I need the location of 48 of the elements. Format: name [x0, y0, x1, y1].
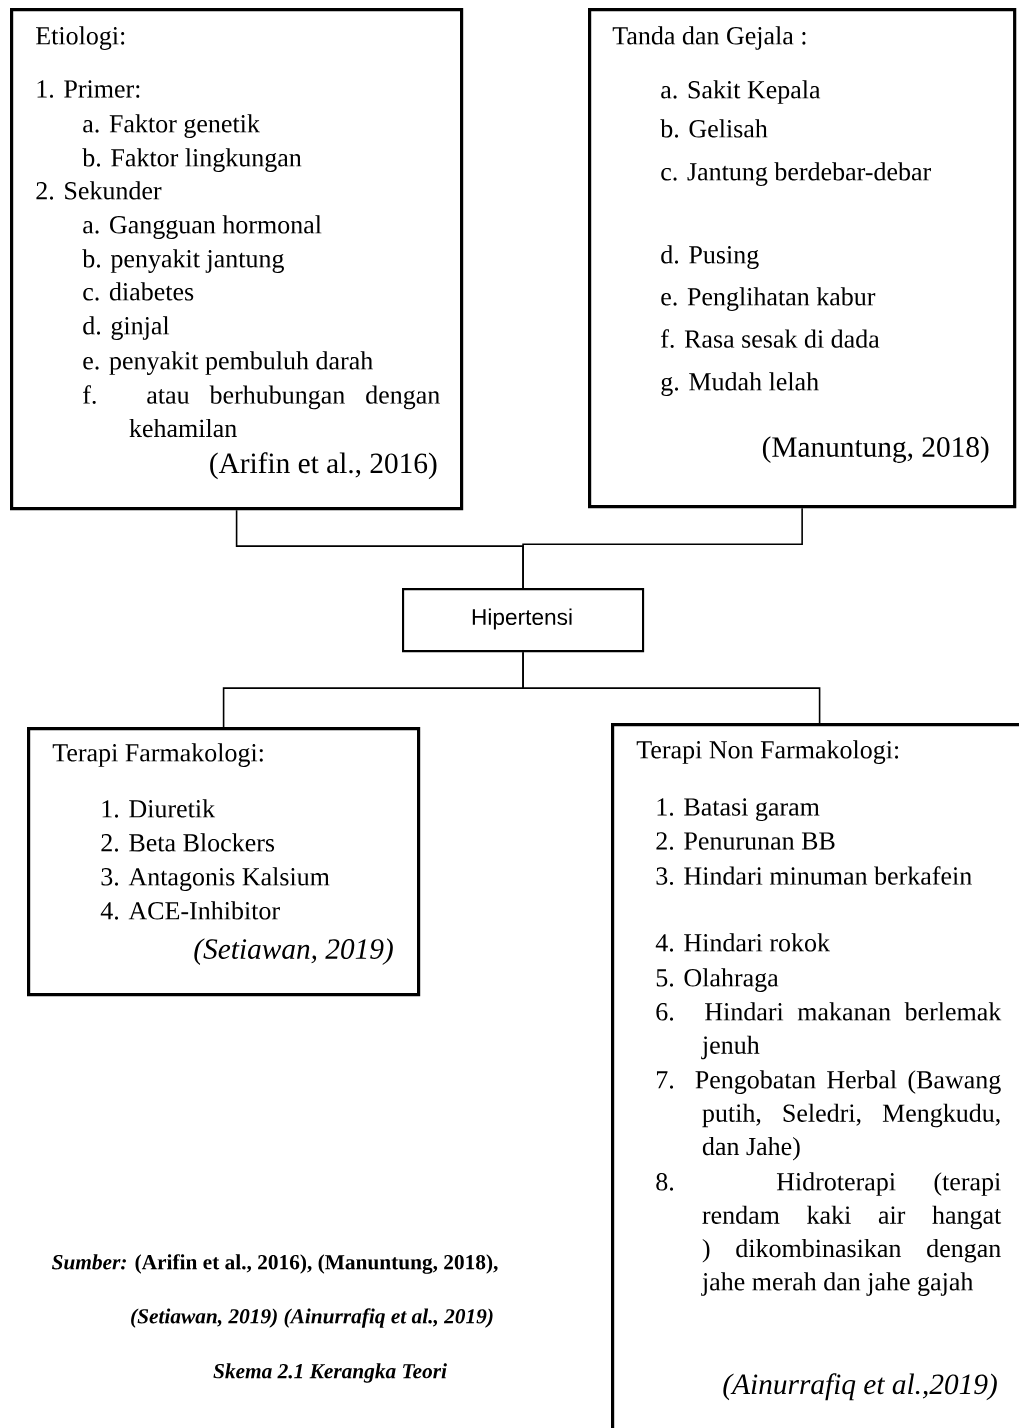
list-item: d. Pusing — [661, 245, 759, 269]
text-box — [611, 723, 1019, 1428]
list-item: 1. Diuretik — [102, 799, 216, 818]
list-item: g. Mudah lelah — [661, 372, 819, 396]
list-item: d. ginjal — [83, 316, 170, 340]
box-heading: Etiologi: — [36, 26, 125, 50]
list-item: 8. Hidroterapi (terapi rendam kaki air hangat ) dikombinasikan dengan jahe merah dan jahe gajah — [656, 1172, 1002, 1296]
text-box — [402, 588, 645, 653]
list-item: 2. Penurunan BB — [656, 832, 835, 850]
connector-line — [522, 651, 821, 724]
citation: (Ainurrafiq et al.,2019) — [723, 1373, 997, 1401]
list-item: b. penyakit jantung — [82, 249, 284, 273]
box-heading: Terapi Non Farmakologi: — [636, 740, 899, 764]
text-box — [10, 8, 464, 511]
list-item: c. diabetes — [83, 282, 194, 301]
box-heading: Terapi Farmakologi: — [52, 743, 263, 767]
list-item: 1. Batasi garam — [657, 798, 820, 822]
list-item: 1. Primer: — [37, 80, 140, 98]
source-note: Sumber: (Arifin et al., 2016), (Manuntung, 2018), — [51, 1254, 498, 1274]
box-label: Hipertensi — [472, 608, 572, 630]
list-item: 7. Pengobatan Herbal (Bawang putih, Seledri, Mengkudu, dan Jahe) — [657, 1070, 1001, 1161]
list-item: a. Sakit Kepala — [661, 80, 821, 104]
list-item: b. Faktor lingkungan — [82, 148, 302, 172]
list-item: 6. Hindari makanan berlemak jenuh — [656, 1002, 1002, 1060]
list-item: e. Penglihatan kabur — [661, 287, 876, 311]
list-item: c. Jantung berdebar-debar — [661, 162, 931, 186]
list-item: 2. Beta Blockers — [101, 833, 275, 852]
list-item: e. penyakit pembuluh darah — [83, 351, 373, 375]
list-item: f. Rasa sesak di dada — [661, 329, 880, 348]
connector-line — [522, 507, 803, 589]
list-item: a. Gangguan hormonal — [83, 215, 322, 239]
list-item: 3. Hindari minuman berkafein — [656, 866, 972, 885]
citation: (Setiawan, 2019) — [194, 938, 393, 965]
box-heading: Tanda dan Gejala : — [612, 26, 806, 50]
citation: (Manuntung, 2018) — [762, 436, 989, 463]
list-item: 5. Olahraga — [656, 968, 779, 992]
list-item: 3. Antagonis Kalsium — [101, 867, 330, 891]
caption: Skema 2.1 Kerangka Teori — [213, 1363, 447, 1383]
text-box — [27, 727, 421, 997]
citation: (Arifin et al., 2016) — [210, 452, 437, 480]
list-item: a. Faktor genetik — [83, 114, 260, 138]
list-item: 4. ACE-Inhibitor — [100, 901, 280, 920]
list-item: 2. Sekunder — [36, 181, 162, 200]
text-box — [588, 8, 1017, 509]
source-note: (Setiawan, 2019) (Ainurrafiq et al., 2019) — [131, 1308, 493, 1328]
list-item: f. atau berhubungan dengan kehamilan — [83, 385, 440, 438]
list-item: 4. Hindari rokok — [655, 933, 830, 952]
list-item: b. Gelisah — [660, 119, 768, 138]
